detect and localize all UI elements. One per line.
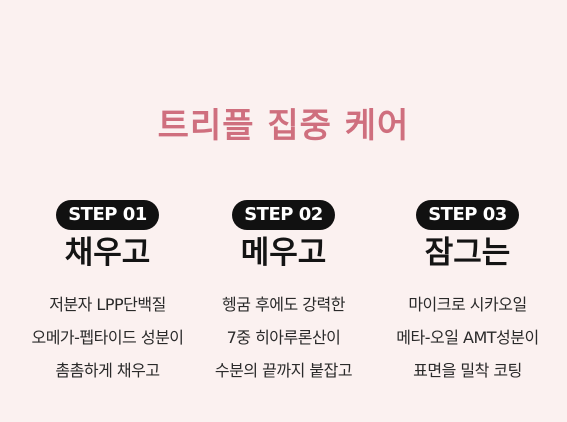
description-line: 수분의 끝까지 붙잡고	[214, 361, 353, 380]
description-line: 마이크로 시카오일	[408, 295, 527, 314]
headline: 트리플 집중 케어	[157, 106, 410, 146]
step-3: STEP 03 잠그는 마이크로 시카오일 메타-오일 AMT성분이 표면을 밀…	[373, 200, 562, 387]
description-line: 저분자 LPP단백질	[49, 295, 166, 314]
step-description: 저분자 LPP단백질 오메가-펩타이드 성분이 촘촘하게 채우고	[13, 288, 202, 387]
step-badge: STEP 03	[416, 200, 519, 230]
description-line: 오메가-펩타이드 성분이	[31, 328, 184, 347]
description-line: 헹굼 후에도 강력한	[222, 295, 345, 314]
step-badge: STEP 01	[56, 200, 159, 230]
step-2: STEP 02 메우고 헹굼 후에도 강력한 7중 히아루론산이 수분의 끝까지…	[189, 200, 378, 387]
step-description: 헹굼 후에도 강력한 7중 히아루론산이 수분의 끝까지 붙잡고	[189, 288, 378, 387]
description-line: 7중 히아루론산이	[226, 328, 341, 347]
description-line: 메타-오일 AMT성분이	[396, 328, 539, 347]
description-line: 표면을 밀착 코팅	[413, 361, 522, 380]
step-1: STEP 01 채우고 저분자 LPP단백질 오메가-펩타이드 성분이 촘촘하게…	[13, 200, 202, 387]
step-title: 메우고	[240, 235, 327, 271]
step-description: 마이크로 시카오일 메타-오일 AMT성분이 표면을 밀착 코팅	[373, 288, 562, 387]
step-title: 채우고	[64, 235, 151, 271]
step-title: 잠그는	[424, 235, 511, 271]
step-badge: STEP 02	[232, 200, 335, 230]
description-line: 촘촘하게 채우고	[55, 361, 160, 380]
steps-section: STEP 01 채우고 저분자 LPP단백질 오메가-펩타이드 성분이 촘촘하게…	[0, 200, 567, 400]
